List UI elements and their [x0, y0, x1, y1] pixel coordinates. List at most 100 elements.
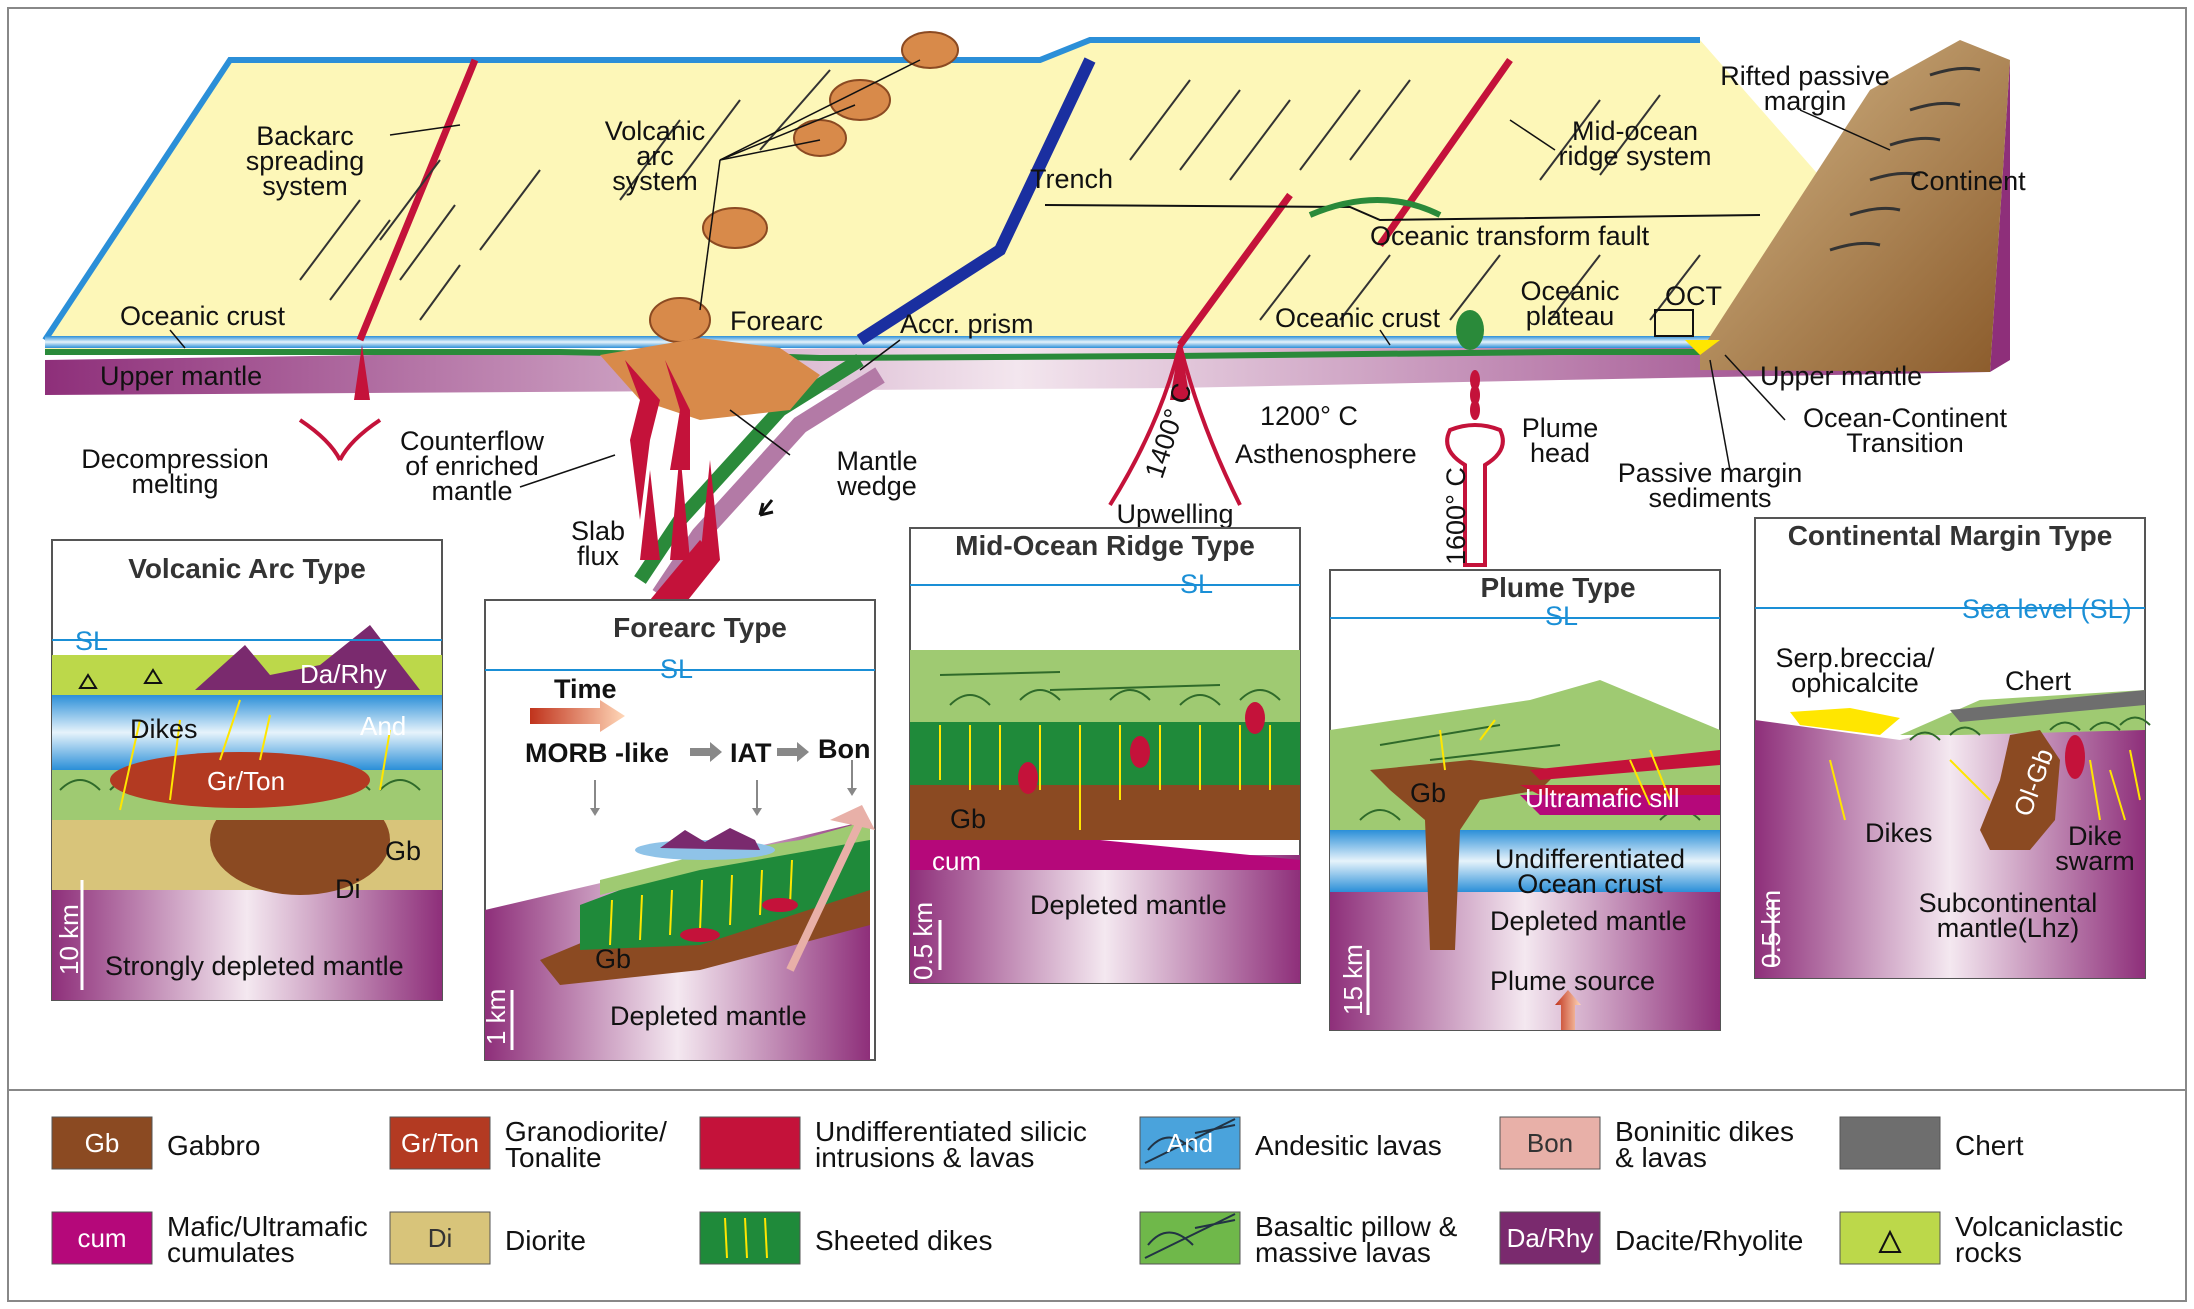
legend-item: Sheeted dikes: [699, 1211, 992, 1265]
label-plateau-1: Oceanic: [1520, 276, 1619, 306]
decompression-arc-left: [298, 418, 342, 461]
plume-sl: SL: [1545, 601, 1578, 631]
legend-swatch-label: Gb: [85, 1128, 120, 1158]
label-mor-1: Mid-ocean: [1572, 116, 1698, 146]
label-slab-2: flux: [577, 541, 620, 571]
label-transform: Oceanic transform fault: [1370, 221, 1650, 251]
cm-dikes: Dikes: [1865, 818, 1933, 848]
transform-bump: [1308, 197, 1442, 218]
plume-source: Plume source: [1490, 966, 1655, 996]
legend-swatch-label: Bon: [1527, 1128, 1573, 1158]
va-di: Di: [335, 874, 361, 904]
panel-plume: Plume Type SL Gb Ultramafic sill Undiffe…: [1329, 569, 1721, 1031]
va-and: And: [360, 711, 406, 741]
block-water-band: [45, 336, 1975, 348]
legend-swatch: [1499, 1211, 1601, 1265]
legend-swatch: [389, 1116, 491, 1170]
plume-undiff-2: Ocean crust: [1517, 869, 1663, 899]
label-backarc-3: system: [262, 171, 348, 201]
cm-chert: Chert: [2005, 666, 2072, 696]
mor-ridge-upper: [1377, 57, 1513, 248]
legend-item: Basaltic pillow &massive lavas: [1139, 1211, 1458, 1268]
va-mantle: Strongly depleted mantle: [105, 951, 404, 981]
transform-fault: [1044, 204, 1761, 222]
block-labels: Backarc spreading system Volcanic arc sy…: [81, 61, 2026, 571]
cm-title: Continental Margin Type: [1788, 520, 2113, 551]
legend-item: Di Diorite: [389, 1211, 586, 1265]
legend-swatch-label: Da/Rhy: [1507, 1223, 1594, 1253]
cm-swarm-2: swarm: [2055, 846, 2135, 876]
legend-label: Volcaniclastic: [1955, 1211, 2123, 1242]
mor-sl: SL: [1180, 569, 1213, 599]
label-backarc-2: spreading: [246, 146, 365, 176]
label-forearc: Forearc: [730, 306, 823, 336]
label-plumehead-1: Plume: [1522, 413, 1599, 443]
continent-block: [1700, 40, 2010, 372]
label-oc-right: Oceanic crust: [1275, 303, 1441, 333]
legend-label: Diorite: [505, 1225, 586, 1256]
legend-swatch-label: Gr/Ton: [401, 1128, 479, 1158]
legend-swatch: [1839, 1116, 1941, 1170]
label-plumehead-2: head: [1530, 438, 1590, 468]
label-counter-3: mantle: [431, 476, 512, 506]
cm-mantle-1: Subcontinental: [1919, 888, 2098, 918]
va-sl: SL: [75, 626, 108, 656]
label-rifted-2: margin: [1764, 86, 1847, 116]
legend-label: & lavas: [1615, 1142, 1707, 1173]
legend-swatch-label: cum: [77, 1223, 126, 1253]
label-astheno: Asthenosphere: [1235, 439, 1417, 469]
cm-mantle-2: mantle(Lhz): [1937, 913, 2080, 943]
cm-swarm-1: Dike: [2068, 821, 2122, 851]
legend-swatch-label: And: [1167, 1128, 1213, 1158]
label-um-right: Upper mantle: [1760, 361, 1922, 391]
fa-title: Forearc Type: [613, 612, 787, 643]
fa-bon: Bon: [818, 734, 870, 764]
continent-strata: [1829, 66, 1981, 252]
arc-volcanoes: [649, 31, 959, 343]
block-top-surface: [45, 40, 1960, 350]
label-octfull-1: Ocean-Continent: [1803, 403, 2008, 433]
upwelling-right: [1178, 344, 1242, 506]
cm-scale: 0.5 km: [1756, 890, 1786, 968]
label-oc-left: Oceanic crust: [120, 301, 286, 331]
label-decomp-2: melting: [131, 469, 218, 499]
va-title: Volcanic Arc Type: [128, 553, 366, 584]
label-counter-1: Counterflow: [400, 426, 545, 456]
legend-swatch: [699, 1116, 801, 1170]
va-scale: 10 km: [54, 904, 84, 975]
passive-sediment: [1685, 340, 1720, 355]
label-1200: 1200° C: [1260, 401, 1358, 431]
label-um-left: Upper mantle: [100, 361, 262, 391]
legend-label: rocks: [1955, 1237, 2022, 1268]
plume-mantle: Depleted mantle: [1490, 906, 1687, 936]
va-darhy: Da/Rhy: [300, 659, 387, 689]
mor-title: Mid-Ocean Ridge Type: [955, 530, 1255, 561]
backarc-ridge: [356, 58, 479, 342]
legend-label: Basaltic pillow &: [1255, 1211, 1458, 1242]
block-diagram: [42, 31, 2010, 610]
decompression-arc-right: [338, 418, 382, 461]
label-backarc-1: Backarc: [256, 121, 354, 151]
label-1600: 1600° C: [1441, 467, 1471, 565]
label-oct: OCT: [1665, 281, 1722, 311]
mor-ridge-lower: [1177, 192, 1293, 348]
label-passive-1: Passive margin: [1618, 458, 1803, 488]
label-arc-3: system: [612, 166, 698, 196]
va-gb: Gb: [385, 836, 421, 866]
legend-label: Sheeted dikes: [815, 1225, 992, 1256]
subducting-slab: [634, 354, 864, 584]
plume-sill: Ultramafic sill: [1525, 783, 1680, 813]
legend-label: cumulates: [167, 1237, 295, 1268]
legend-label: Chert: [1955, 1130, 2024, 1161]
upwelling-left: [1108, 344, 1182, 507]
legend-swatch-label: Di: [428, 1223, 453, 1253]
trench-line: [856, 57, 1096, 346]
panel-forearc: Forearc Type SL Time MORB -like IAT Bon …: [481, 599, 876, 1061]
plume-title: Plume Type: [1480, 572, 1635, 603]
legend-label: Granodiorite/: [505, 1116, 667, 1147]
